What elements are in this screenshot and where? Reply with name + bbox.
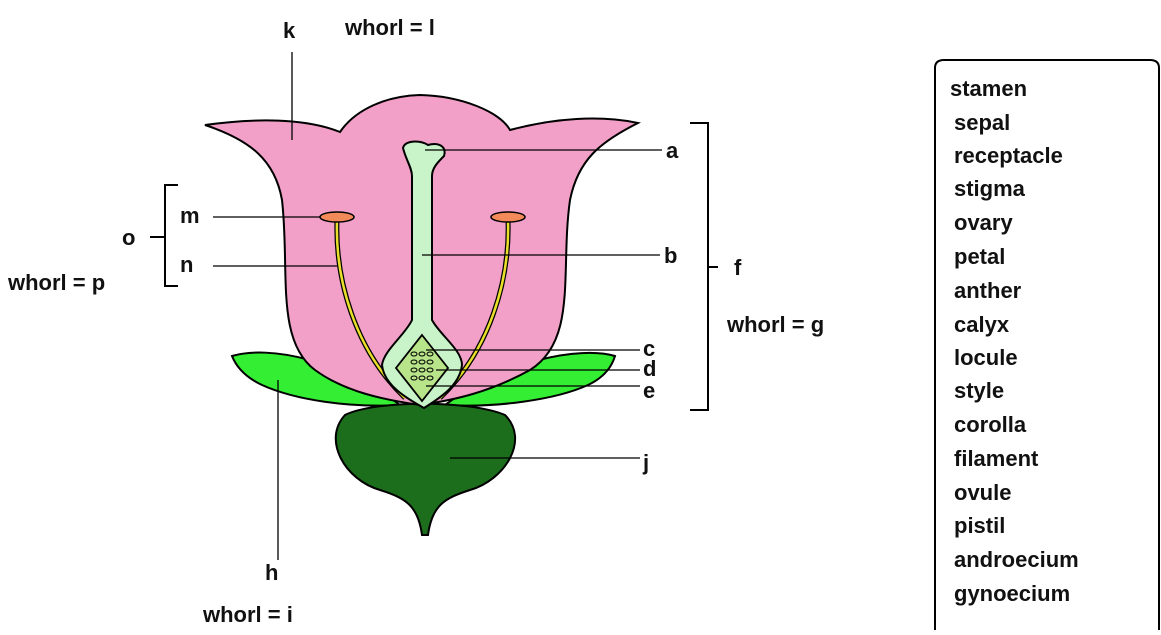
ovule bbox=[410, 351, 418, 357]
label-d: d bbox=[643, 356, 656, 381]
ovule bbox=[418, 367, 426, 373]
ovule bbox=[426, 367, 434, 373]
word-bank-item: pistil bbox=[954, 513, 1005, 538]
pistil bbox=[380, 140, 464, 410]
label-n: n bbox=[180, 252, 193, 277]
ovules bbox=[410, 351, 434, 381]
bracket-o bbox=[164, 184, 178, 287]
word-bank-item: androecium bbox=[954, 547, 1079, 572]
word-bank-item: ovary bbox=[954, 210, 1013, 235]
ovule bbox=[418, 351, 426, 357]
word-bank-item: anther bbox=[954, 278, 1022, 303]
label-j: j bbox=[642, 450, 649, 475]
whorl-label-i: whorl = i bbox=[202, 602, 293, 627]
whorl-label-g: whorl = g bbox=[726, 312, 824, 337]
label-c: c bbox=[643, 336, 655, 361]
anther-left bbox=[319, 211, 355, 223]
whorl-label-p: whorl = p bbox=[7, 270, 105, 295]
ovule bbox=[426, 375, 434, 381]
bracket-f bbox=[690, 122, 709, 411]
anther-right bbox=[490, 211, 526, 223]
label-a: a bbox=[666, 138, 679, 163]
ovule bbox=[426, 351, 434, 357]
label-f: f bbox=[734, 255, 742, 280]
word-bank-item: receptacle bbox=[954, 143, 1063, 168]
word-bank-item: gynoecium bbox=[954, 581, 1070, 606]
label-k: k bbox=[283, 18, 296, 43]
sepal-right bbox=[442, 351, 617, 407]
label-e: e bbox=[643, 378, 655, 403]
word-bank-item: corolla bbox=[954, 412, 1027, 437]
label-o: o bbox=[122, 225, 135, 250]
word-bank-item: locule bbox=[954, 345, 1018, 370]
word-bank-item: sepal bbox=[954, 110, 1010, 135]
whorl-label-l: whorl = l bbox=[344, 15, 435, 40]
ovule bbox=[410, 359, 418, 365]
word-bank-item: stamen bbox=[950, 76, 1027, 101]
label-m: m bbox=[180, 203, 200, 228]
ovule bbox=[410, 375, 418, 381]
label-b: b bbox=[664, 243, 677, 268]
word-bank-item: petal bbox=[954, 244, 1005, 269]
ovule bbox=[418, 375, 426, 381]
word-bank-item: stigma bbox=[954, 176, 1026, 201]
word-bank-item: calyx bbox=[954, 312, 1010, 337]
ovule bbox=[418, 359, 426, 365]
word-bank-item: filament bbox=[954, 446, 1039, 471]
word-bank-box bbox=[934, 59, 1160, 630]
ovule bbox=[426, 359, 434, 365]
word-bank-item: ovule bbox=[954, 480, 1011, 505]
word-bank-item: style bbox=[954, 378, 1004, 403]
ovule bbox=[410, 367, 418, 373]
receptacle bbox=[334, 402, 517, 536]
word-bank: stamen sepal receptacle stigma ovary pet… bbox=[950, 76, 1079, 606]
label-h: h bbox=[265, 560, 278, 585]
